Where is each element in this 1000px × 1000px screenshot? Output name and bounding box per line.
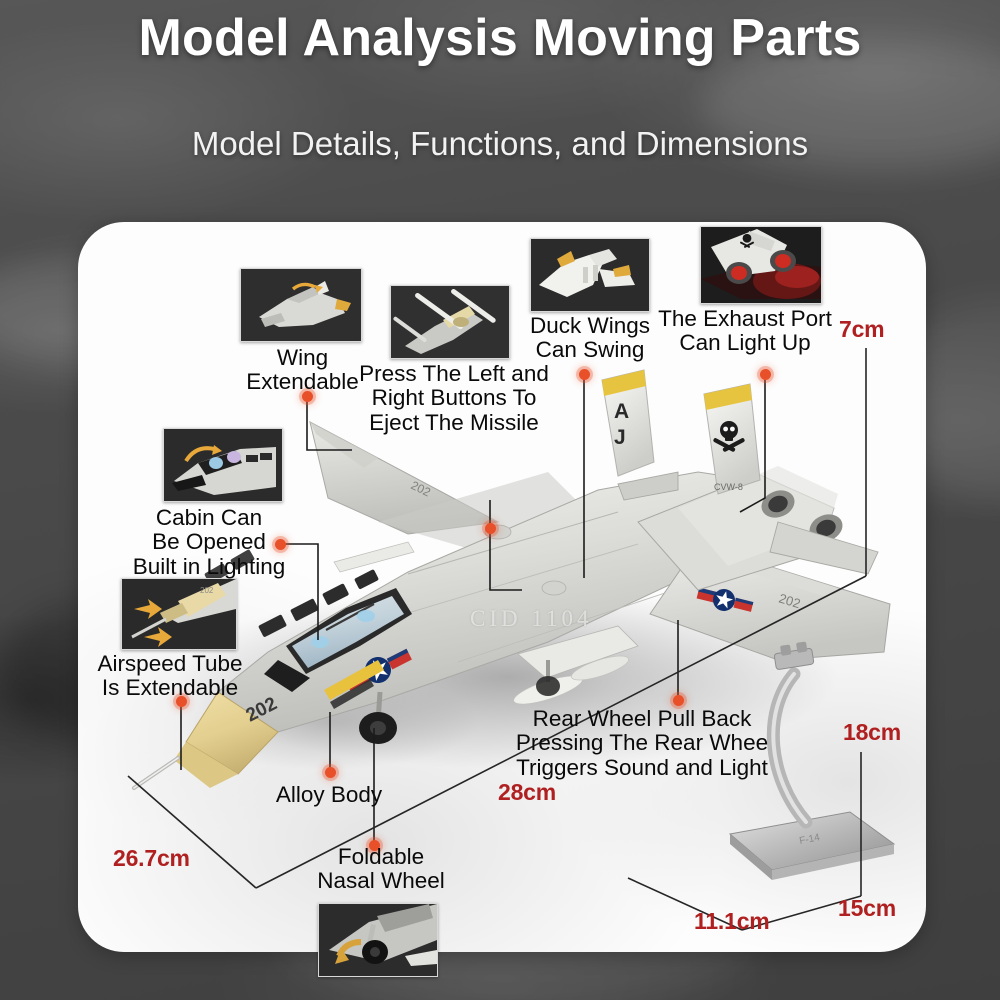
marker-duck-wings[interactable] [579,369,590,380]
eject-missile-thumb[interactable] [390,285,510,359]
dimension-stand-height: 18cm [843,719,902,745]
nasal-wheel-thumb[interactable] [318,903,438,977]
watermark: CID 1104 [470,606,593,631]
marker-rear-wheel[interactable] [673,695,684,706]
page-subtitle: Model Details, Functions, and Dimensions [191,125,809,162]
dimension-stand-depth: 15cm [838,895,897,921]
page-title: Model Analysis Moving Parts [138,9,862,67]
callout-airspeed-tube: Airspeed Tube Is Extendable [97,651,243,701]
exhaust-port-thumb[interactable] [700,226,822,304]
callout-rear-wheel: Rear Wheel Pull Back Pressing The Rear W… [515,706,769,780]
wing-extendable-thumb[interactable] [240,268,362,342]
dimension-length: 28cm [498,779,557,805]
callout-alloy-body: Alloy Body [275,782,383,807]
callout-foldable-nasal-wheel: Foldable Nasal Wheel [317,844,445,894]
svg-text:202: 202 [200,586,214,595]
marker-cabin-opened[interactable] [275,539,286,550]
airspeed-tube-thumb[interactable]: 202 [121,578,237,650]
dimension-wingspan: 26.7cm [113,845,190,871]
marker-airspeed-tube[interactable] [176,696,187,707]
callout-wing-extendable: Wing Extendable [246,345,359,395]
duck-wings-thumb[interactable] [530,238,650,312]
callout-duck-wings: Duck Wings Can Swing [529,313,651,363]
marker-wing-extendable[interactable] [302,391,313,402]
marker-alloy-body[interactable] [325,767,336,778]
marker-foldable-nasal-wheel[interactable] [369,840,380,851]
callout-exhaust-port: The Exhaust Port Can Light Up [658,306,832,356]
dimension-height: 7cm [839,316,885,342]
callout-eject-missile: Press The Left and Right Buttons To Ejec… [359,361,549,435]
marker-eject-missile[interactable] [485,523,496,534]
callout-cabin-opened: Cabin Can Be Opened Built in Lighting [132,505,286,579]
cabin-thumb[interactable] [163,428,283,502]
dimension-stand-width: 11.1cm [694,908,770,934]
marker-exhaust-port[interactable] [760,369,771,380]
